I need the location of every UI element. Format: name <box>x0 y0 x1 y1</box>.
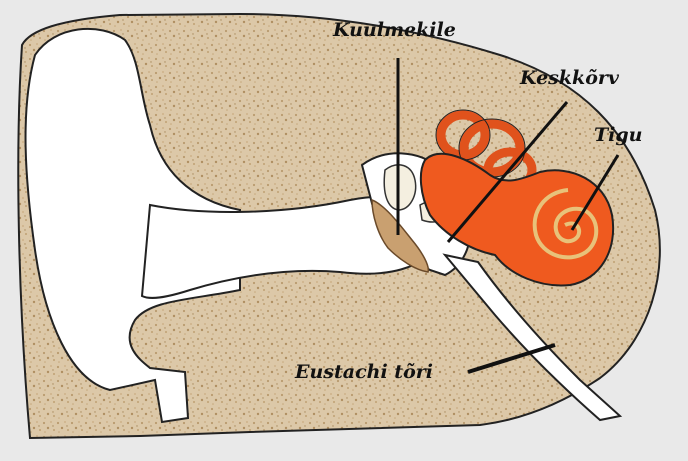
label-tigu: Tigu <box>594 124 642 146</box>
label-keskkorv: Keskkõrv <box>519 67 620 89</box>
label-kuulmekile: Kuulmekile <box>332 19 456 41</box>
label-eustachi: Eustachi tõri <box>294 361 433 383</box>
